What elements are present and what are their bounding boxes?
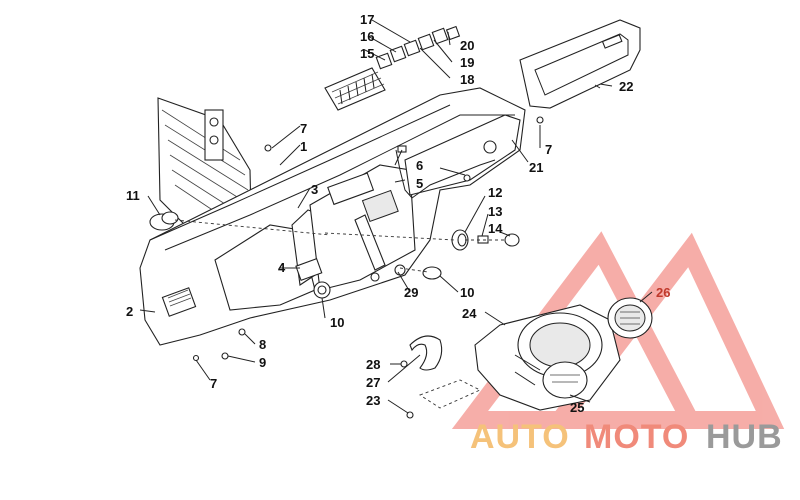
gauge-26 bbox=[607, 297, 653, 339]
callout-labels: 7 1 3 4 2 11 6 5 7 21 12 13 14 17 16 15 … bbox=[126, 12, 670, 415]
callout-10-right: 10 bbox=[460, 285, 474, 300]
screw-7-bottom bbox=[192, 354, 200, 362]
callout-7-right: 7 bbox=[545, 142, 552, 157]
wire-harness bbox=[395, 149, 496, 199]
callout-13: 13 bbox=[488, 204, 502, 219]
callout-6: 6 bbox=[416, 158, 423, 173]
callout-17: 17 bbox=[360, 12, 374, 27]
callout-14: 14 bbox=[488, 221, 503, 236]
dashboard-panel bbox=[139, 87, 526, 346]
screw-23 bbox=[406, 411, 414, 419]
watermark-hub: HUB bbox=[706, 418, 783, 456]
callout-7-bottom: 7 bbox=[210, 376, 217, 391]
display-housing bbox=[519, 19, 641, 109]
instrument-cluster bbox=[474, 304, 621, 411]
callout-28: 28 bbox=[366, 357, 380, 372]
callout-10-left: 10 bbox=[330, 315, 344, 330]
callout-12: 12 bbox=[488, 185, 502, 200]
screw-8 bbox=[238, 328, 246, 336]
callout-21: 21 bbox=[529, 160, 543, 175]
callout-18: 18 bbox=[460, 72, 474, 87]
switch-bank bbox=[324, 67, 386, 111]
callout-19: 19 bbox=[460, 55, 474, 70]
callout-2: 2 bbox=[126, 304, 133, 319]
leader-lines bbox=[139, 19, 653, 414]
screw-9 bbox=[221, 352, 229, 360]
callout-7-top: 7 bbox=[300, 121, 307, 136]
callout-3: 3 bbox=[311, 182, 318, 197]
callout-23: 23 bbox=[366, 393, 380, 408]
gauge-25 bbox=[542, 361, 588, 399]
clip-14 bbox=[504, 233, 520, 247]
shift-lever bbox=[354, 214, 386, 271]
bezel-27 bbox=[409, 335, 443, 371]
callout-20: 20 bbox=[460, 38, 474, 53]
callout-4: 4 bbox=[278, 260, 286, 275]
callout-15: 15 bbox=[360, 46, 374, 61]
callout-22: 22 bbox=[619, 79, 633, 94]
knob-11 bbox=[149, 211, 179, 231]
rocker-switches bbox=[375, 25, 461, 70]
knob-10-right bbox=[422, 266, 442, 280]
callout-25: 25 bbox=[570, 400, 584, 415]
screw-7-top bbox=[264, 144, 272, 152]
callout-11: 11 bbox=[126, 188, 140, 203]
callout-24: 24 bbox=[462, 306, 477, 321]
connector-13 bbox=[477, 235, 489, 244]
callout-26: 26 bbox=[656, 285, 670, 300]
watermark-moto: MOTO bbox=[584, 418, 689, 456]
callout-5: 5 bbox=[416, 176, 423, 191]
callout-29: 29 bbox=[404, 285, 418, 300]
callout-1: 1 bbox=[300, 139, 307, 154]
callout-27: 27 bbox=[366, 375, 380, 390]
watermark-auto: AUTO bbox=[470, 418, 570, 456]
callout-8: 8 bbox=[259, 337, 266, 352]
screw-7-right bbox=[536, 116, 544, 124]
callout-9: 9 bbox=[259, 355, 266, 370]
callout-16: 16 bbox=[360, 29, 374, 44]
watermark-text: AUTO MOTO HUB bbox=[470, 418, 783, 456]
